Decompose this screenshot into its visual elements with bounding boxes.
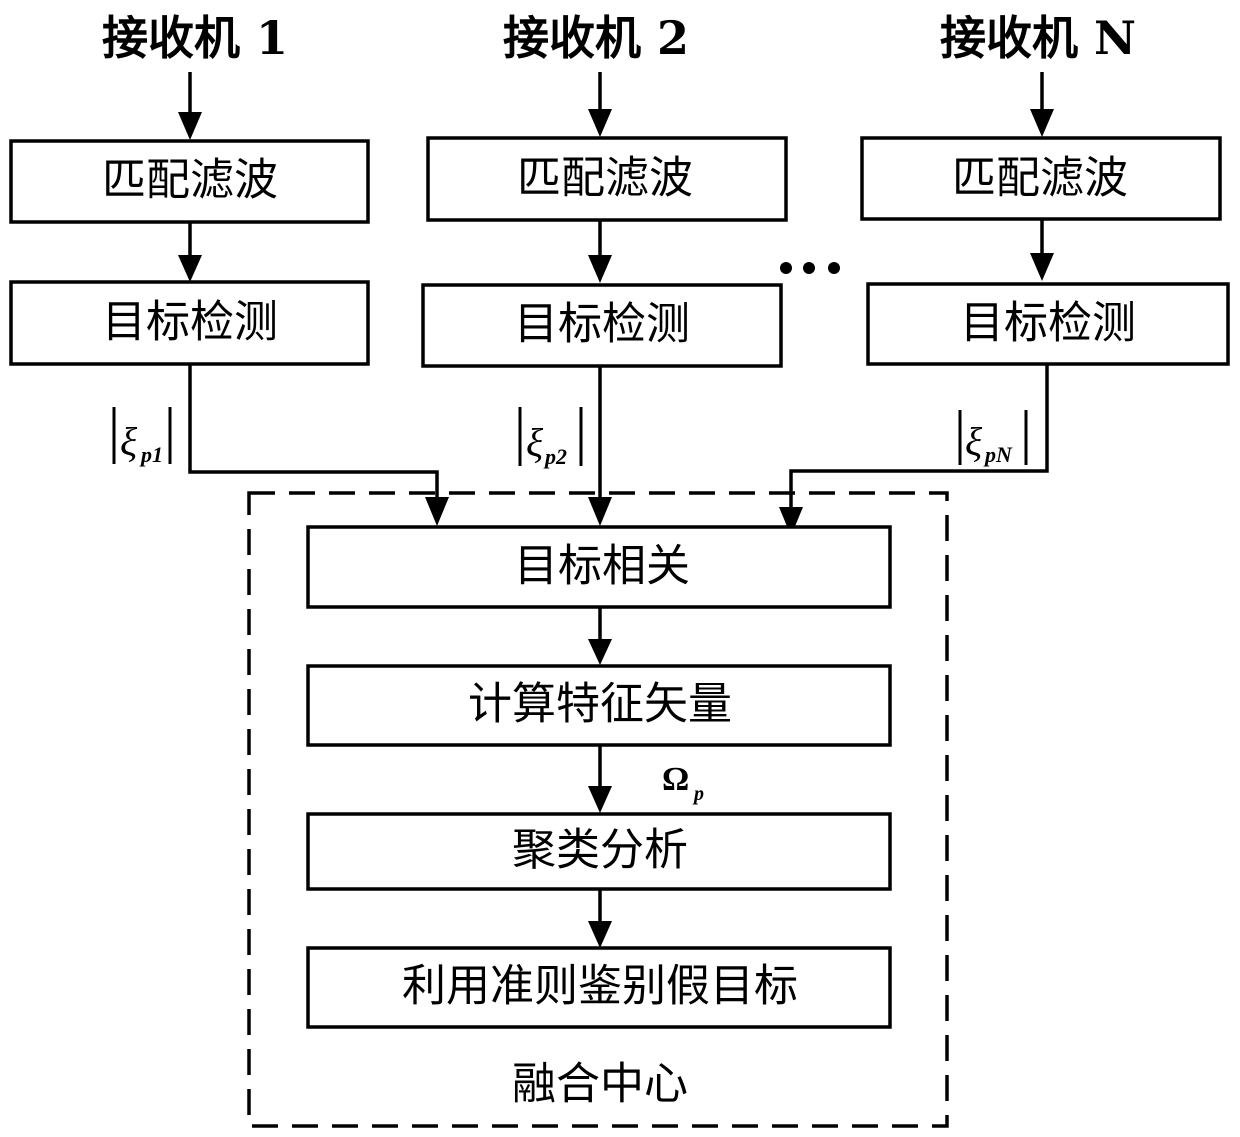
receiver-title-2: 接收机 2 — [503, 11, 689, 65]
omega-symbol: Ω — [662, 761, 689, 798]
xi-subscript: p1 — [139, 442, 163, 467]
xi-subscript: p2 — [543, 444, 567, 469]
ellipsis-dot — [828, 262, 840, 274]
omega-subscript: p — [692, 783, 704, 805]
receiver-column-1: 接收机 1 匹配滤波 目标检测 ξ p1 — [9, 11, 449, 526]
detection-box-1 — [9, 280, 370, 366]
arrow-head — [1030, 253, 1054, 281]
feature-vector-label: 计算特征矢量 — [468, 679, 732, 730]
arrow-head — [588, 255, 612, 283]
ellipsis-dot — [780, 262, 792, 274]
matched-filter-label-n: 匹配滤波 — [952, 153, 1128, 204]
target-correlation-label: 目标相关 — [514, 541, 690, 592]
fusion-center: 目标相关 计算特征矢量 Ω p 聚类分析 利用准则鉴别假目标 融合中心 — [247, 491, 949, 1128]
receiver-title-n: 接收机 N — [940, 11, 1136, 65]
fusion-center-boundary — [247, 491, 949, 1128]
matched-filter-label-2: 匹配滤波 — [517, 153, 693, 204]
receiver-title-1: 接收机 1 — [102, 11, 288, 65]
arrow-head — [425, 497, 449, 526]
xi-symbol: ξ — [526, 420, 544, 465]
matched-filter-box-n — [860, 136, 1222, 221]
arrow-head — [588, 639, 612, 665]
cluster-analysis-box — [306, 812, 892, 891]
false-target-discrimination-box — [306, 946, 892, 1029]
arrow-head — [178, 112, 202, 140]
feature-vector-output: Ω p — [662, 761, 704, 805]
arrow-head — [588, 786, 612, 813]
connector-1 — [188, 364, 439, 500]
matched-filter-box-2 — [426, 136, 788, 222]
false-target-discrimination-label: 利用准则鉴别假目标 — [402, 961, 798, 1012]
output-magnitude-2: ξ p2 — [518, 407, 583, 469]
ellipsis — [780, 262, 840, 274]
detection-label-1: 目标检测 — [102, 297, 278, 348]
xi-subscript: pN — [983, 442, 1013, 467]
detection-box-2 — [421, 283, 783, 368]
xi-symbol: ξ — [120, 419, 138, 464]
detection-box-n — [866, 282, 1230, 366]
arrow-head — [588, 497, 612, 526]
output-magnitude-n: ξ pN — [958, 410, 1028, 467]
matched-filter-label-1: 匹配滤波 — [102, 155, 278, 206]
arrow-head — [779, 507, 803, 536]
connector-n — [789, 364, 1049, 510]
cluster-analysis-label: 聚类分析 — [512, 825, 688, 876]
arrow-head — [588, 921, 612, 948]
receiver-column-n: 接收机 N 匹配滤波 目标检测 ξ pN — [779, 11, 1230, 536]
fusion-center-label: 融合中心 — [512, 1059, 688, 1110]
xi-symbol: ξ — [965, 419, 983, 464]
arrow-head — [1030, 109, 1054, 137]
arrow-head — [178, 255, 202, 282]
arrow-head — [588, 109, 612, 137]
detection-label-n: 目标检测 — [960, 298, 1136, 349]
ellipsis-dot — [803, 262, 815, 274]
output-magnitude-1: ξ p1 — [112, 407, 172, 467]
detection-label-2: 目标检测 — [514, 299, 690, 350]
receiver-column-2: 接收机 2 匹配滤波 目标检测 ξ p2 — [421, 11, 788, 526]
